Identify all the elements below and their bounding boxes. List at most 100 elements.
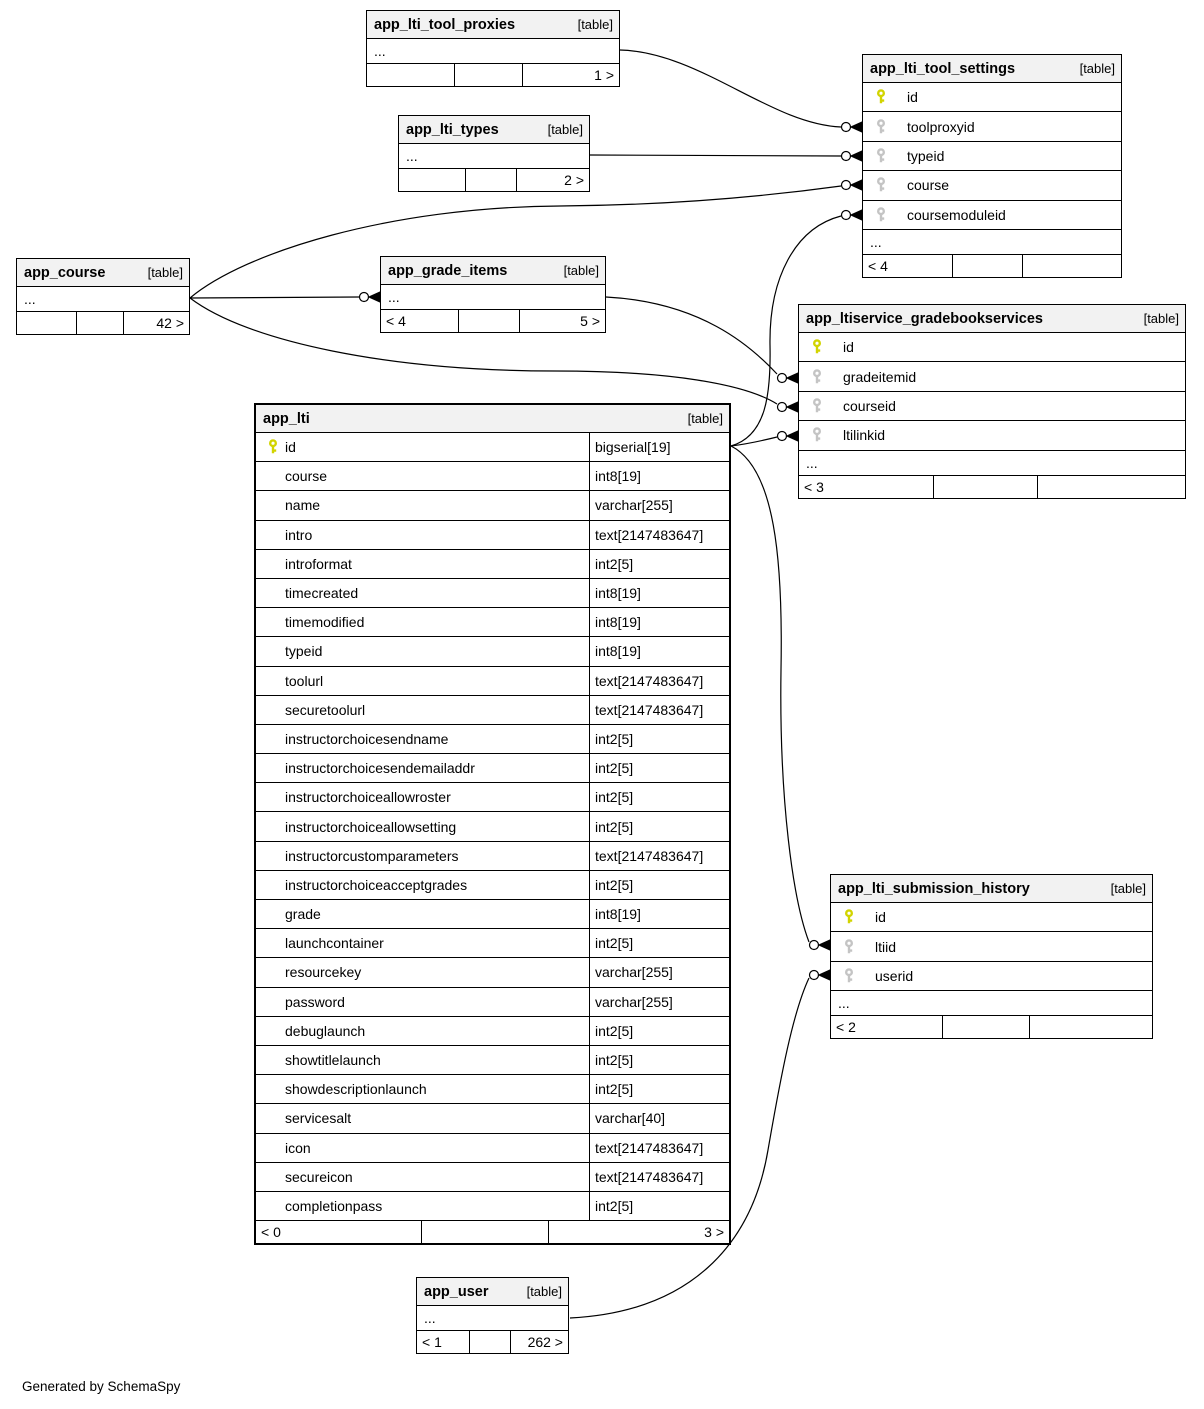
column-row-typeid: typeid int8[19] <box>256 637 729 667</box>
column-name: id <box>843 339 854 356</box>
footer-parents-count: < 3 <box>799 475 935 498</box>
foreign-key-icon <box>875 177 887 193</box>
edge-app_grade_items-to-gradeitemid <box>605 296 778 375</box>
column-name: userid <box>875 967 914 984</box>
column-type: int2[5] <box>589 549 729 578</box>
column-name: id <box>875 909 886 926</box>
column-type: text[2147483647] <box>589 841 729 870</box>
table-title[interactable]: app_course <box>24 264 106 281</box>
table-header: app_lti_tool_settings [table] <box>863 55 1121 83</box>
primary-key-icon <box>843 909 855 925</box>
footer-middle-cell <box>470 1331 511 1353</box>
table-header: app_lti [table] <box>256 405 729 433</box>
column-name: servicesalt <box>285 1110 352 1127</box>
table-tag: [table] <box>526 1284 562 1299</box>
column-row-timecreated: timecreated int8[19] <box>256 578 729 609</box>
table-tag: [table] <box>687 411 723 426</box>
table-tag: [table] <box>1110 881 1146 896</box>
foreign-key-icon <box>875 148 887 164</box>
foreign-key-icon <box>811 398 823 414</box>
column-name: instructorchoicesendname <box>285 730 449 747</box>
column-name: secureicon <box>285 1168 353 1185</box>
edge-app_lti_tool_proxies-to-toolproxyid <box>619 49 842 128</box>
edge-app_lti-to-ltiid <box>730 445 810 943</box>
column-name: timecreated <box>285 585 359 602</box>
column-name: debuglaunch <box>285 1022 366 1039</box>
column-name: gradeitemid <box>843 368 917 385</box>
column-type: int8[19] <box>589 462 729 491</box>
column-type: text[2147483647] <box>589 520 729 549</box>
column-row-servicesalt: servicesalt varchar[40] <box>256 1104 729 1134</box>
footer-parents-count: < 1 <box>417 1331 470 1353</box>
table-title[interactable]: app_lti_tool_proxies <box>374 16 516 33</box>
column-type: varchar[40] <box>589 1104 729 1133</box>
column-name: typeid <box>285 643 323 660</box>
primary-key-icon <box>267 439 279 455</box>
table-header: app_course[table] <box>17 259 189 287</box>
table-title[interactable]: app_lti_types <box>406 121 499 138</box>
column-name: introformat <box>285 555 352 572</box>
column-name: securetoolurl <box>285 701 366 718</box>
table-tag: [table] <box>1143 311 1179 326</box>
footer-children-count <box>1038 476 1185 498</box>
column-type: int2[5] <box>589 1191 729 1221</box>
table-header: app_lti_tool_proxies[table] <box>367 11 619 39</box>
foreign-key-icon <box>843 968 855 984</box>
table-app_course: app_course[table]...42 > <box>16 258 190 335</box>
table-title[interactable]: app_lti_submission_history <box>838 880 1030 897</box>
footer-parents-count <box>367 64 456 86</box>
footer-children-count: 2 > <box>564 172 584 188</box>
footer-parents-count: < 4 <box>381 310 460 332</box>
column-name: coursemoduleid <box>907 206 1006 223</box>
table-app_lti_tool_proxies: app_lti_tool_proxies[table]...1 > <box>366 10 620 87</box>
column-name: toolurl <box>285 672 324 689</box>
column-name: launchcontainer <box>285 935 384 952</box>
ellipsis-row: ... <box>17 287 189 312</box>
table-title[interactable]: app_ltiservice_gradebookservices <box>806 310 1043 327</box>
ellipsis-row: ... <box>381 285 605 310</box>
table-title[interactable]: app_lti <box>263 410 310 427</box>
ellipsis-row: ... <box>831 991 1152 1017</box>
table-app_lti_tool_settings: app_lti_tool_settings [table] id toolproxyi… <box>862 54 1122 278</box>
table-app_ltiservice_gradebookservices: app_ltiservice_gradebookservices [table] i… <box>798 304 1186 499</box>
table-footer: 1 > <box>367 64 619 86</box>
table-app_lti_types: app_lti_types[table]...2 > <box>398 115 590 192</box>
table-tag: [table] <box>1079 61 1115 76</box>
table-title[interactable]: app_grade_items <box>388 262 508 279</box>
column-type: int8[19] <box>589 578 729 608</box>
column-name: grade <box>285 906 321 923</box>
column-row-gradeitemid: gradeitemid <box>799 362 1185 392</box>
footer-children-count <box>1030 1016 1152 1038</box>
column-name: toolproxyid <box>907 118 975 135</box>
column-type: varchar[255] <box>589 987 729 1016</box>
column-type: int2[5] <box>589 783 729 812</box>
column-name: id <box>907 89 918 106</box>
column-type: int2[5] <box>589 929 729 958</box>
footer-middle-cell <box>77 312 124 334</box>
column-name: typeid <box>907 147 945 164</box>
column-row-ltilinkid: ltilinkid <box>799 421 1185 451</box>
footer-parents-count: < 2 <box>831 1016 944 1039</box>
column-row-launchcontainer: launchcontainer int2[5] <box>256 929 729 959</box>
footer-middle-cell <box>466 169 517 191</box>
column-row-courseid: courseid <box>799 392 1185 422</box>
table-footer: < 4 <box>863 254 1121 277</box>
footer-children-count: 5 > <box>580 313 600 329</box>
table-footer: 2 > <box>399 169 589 191</box>
column-type: int8[19] <box>589 637 729 666</box>
column-type: bigserial[19] <box>589 433 729 462</box>
generator-note: Generated by SchemaSpy <box>22 1379 181 1394</box>
table-title[interactable]: app_lti_tool_settings <box>870 60 1016 77</box>
table-title[interactable]: app_user <box>424 1283 489 1300</box>
column-name: resourcekey <box>285 964 362 981</box>
column-type: int8[19] <box>589 608 729 637</box>
